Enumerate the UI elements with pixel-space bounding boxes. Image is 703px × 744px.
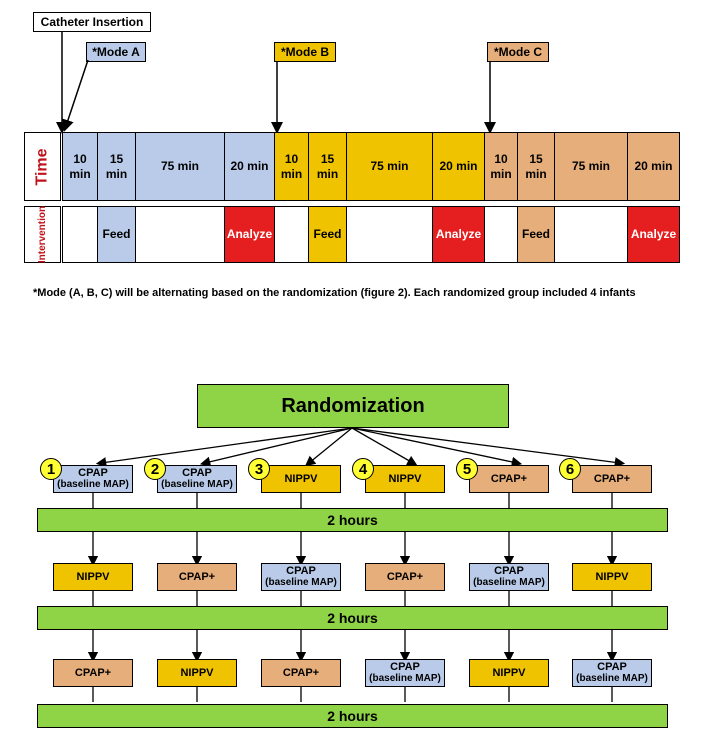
time-segment: 75 min: [135, 132, 225, 201]
mode-label: CPAP: [597, 661, 627, 673]
group-number-badge: 6: [559, 458, 581, 480]
intervention-segment: Feed: [308, 206, 347, 263]
intervention-segment: Feed: [97, 206, 136, 263]
mode-a-flag: *Mode A: [86, 42, 146, 62]
intervention-segment: Analyze: [627, 206, 680, 263]
group-number-badge: 5: [456, 458, 478, 480]
group-4-step-1-box: NIPPV: [365, 465, 445, 493]
mode-label: CPAP: [78, 467, 108, 479]
group-number-badge: 2: [144, 458, 166, 480]
mode-sublabel: (baseline MAP): [576, 673, 648, 684]
group-5-step-1-box: CPAP+: [469, 465, 549, 493]
group-6-step-2-box: NIPPV: [572, 563, 652, 591]
mode-sublabel: (baseline MAP): [161, 479, 233, 490]
time-segment: 20 min: [432, 132, 485, 201]
mode-label: CPAP+: [386, 571, 424, 583]
group-3-step-1-box: NIPPV: [261, 465, 341, 493]
group-3-step-2-box: CPAP(baseline MAP): [261, 563, 341, 591]
two-hours-bar-2: 2 hours: [37, 606, 668, 630]
mode-sublabel: (baseline MAP): [473, 577, 545, 588]
time-segment: 20 min: [224, 132, 275, 201]
two-hours-bar-3: 2 hours: [37, 704, 668, 728]
mode-label: CPAP+: [490, 473, 528, 485]
mode-label: CPAP: [494, 565, 524, 577]
mode-label: CPAP: [286, 565, 316, 577]
mode-sublabel: (baseline MAP): [369, 673, 441, 684]
group-number-badge: 3: [248, 458, 270, 480]
mode-label: CPAP+: [593, 473, 631, 485]
group-4-step-2-box: CPAP+: [365, 563, 445, 591]
timeline-arrows: [56, 32, 496, 134]
mode-a-arrow: [62, 59, 89, 132]
mode-label: CPAP+: [178, 571, 216, 583]
randomization-branch-line: [304, 427, 353, 467]
mode-label: CPAP+: [74, 667, 112, 679]
mode-c-flag: *Mode C: [487, 42, 549, 62]
mode-label: CPAP+: [282, 667, 320, 679]
group-5-step-2-box: CPAP(baseline MAP): [469, 563, 549, 591]
group-number-badge: 1: [40, 458, 62, 480]
mode-sublabel: (baseline MAP): [265, 577, 337, 588]
mode-b-flag: *Mode B: [274, 42, 336, 62]
mode-label: CPAP: [390, 661, 420, 673]
intervention-segment: [135, 206, 225, 263]
group-3-step-3-box: CPAP+: [261, 659, 341, 687]
group-2-step-1-box: CPAP(baseline MAP): [157, 465, 237, 493]
group-1-step-1-box: CPAP(baseline MAP): [53, 465, 133, 493]
two-hours-bar-1: 2 hours: [37, 508, 668, 532]
time-segment: 75 min: [346, 132, 433, 201]
group-1-step-3-box: CPAP+: [53, 659, 133, 687]
randomization-branch-line: [351, 427, 418, 466]
randomization-branch-line: [351, 427, 523, 468]
intervention-segment: [554, 206, 628, 263]
mode-label: CPAP: [182, 467, 212, 479]
group-2-step-2-box: CPAP+: [157, 563, 237, 591]
mode-label: NIPPV: [284, 473, 318, 485]
randomization-branch-line: [351, 427, 626, 468]
mode-label: NIPPV: [388, 473, 422, 485]
mode-label: NIPPV: [492, 667, 526, 679]
randomization-branch-line: [199, 427, 353, 467]
time-segment: 75 min: [554, 132, 628, 201]
group-4-step-3-box: CPAP(baseline MAP): [365, 659, 445, 687]
time-row-label: Time: [24, 132, 61, 201]
group-number-badge: 4: [352, 458, 374, 480]
group-2-step-3-box: NIPPV: [157, 659, 237, 687]
intervention-segment: Analyze: [224, 206, 275, 263]
intervention-row-label: Intervention: [24, 206, 61, 263]
mode-label: NIPPV: [180, 667, 214, 679]
randomization-box: Randomization: [197, 384, 509, 428]
randomization-branch-line: [95, 427, 353, 468]
group-5-step-3-box: NIPPV: [469, 659, 549, 687]
mode-label: NIPPV: [76, 571, 110, 583]
intervention-segment: [346, 206, 433, 263]
timeline-footnote: *Mode (A, B, C) will be alternating base…: [33, 287, 636, 299]
group-6-step-1-box: CPAP+: [572, 465, 652, 493]
mode-sublabel: (baseline MAP): [57, 479, 129, 490]
catheter-insertion-label: Catheter Insertion: [33, 12, 151, 32]
time-segment: 20 min: [627, 132, 680, 201]
time-segment: 15 min: [517, 132, 555, 201]
intervention-segment: Feed: [517, 206, 555, 263]
group-1-step-2-box: NIPPV: [53, 563, 133, 591]
intervention-segment: [484, 206, 518, 263]
group-6-step-3-box: CPAP(baseline MAP): [572, 659, 652, 687]
mode-label: NIPPV: [595, 571, 629, 583]
